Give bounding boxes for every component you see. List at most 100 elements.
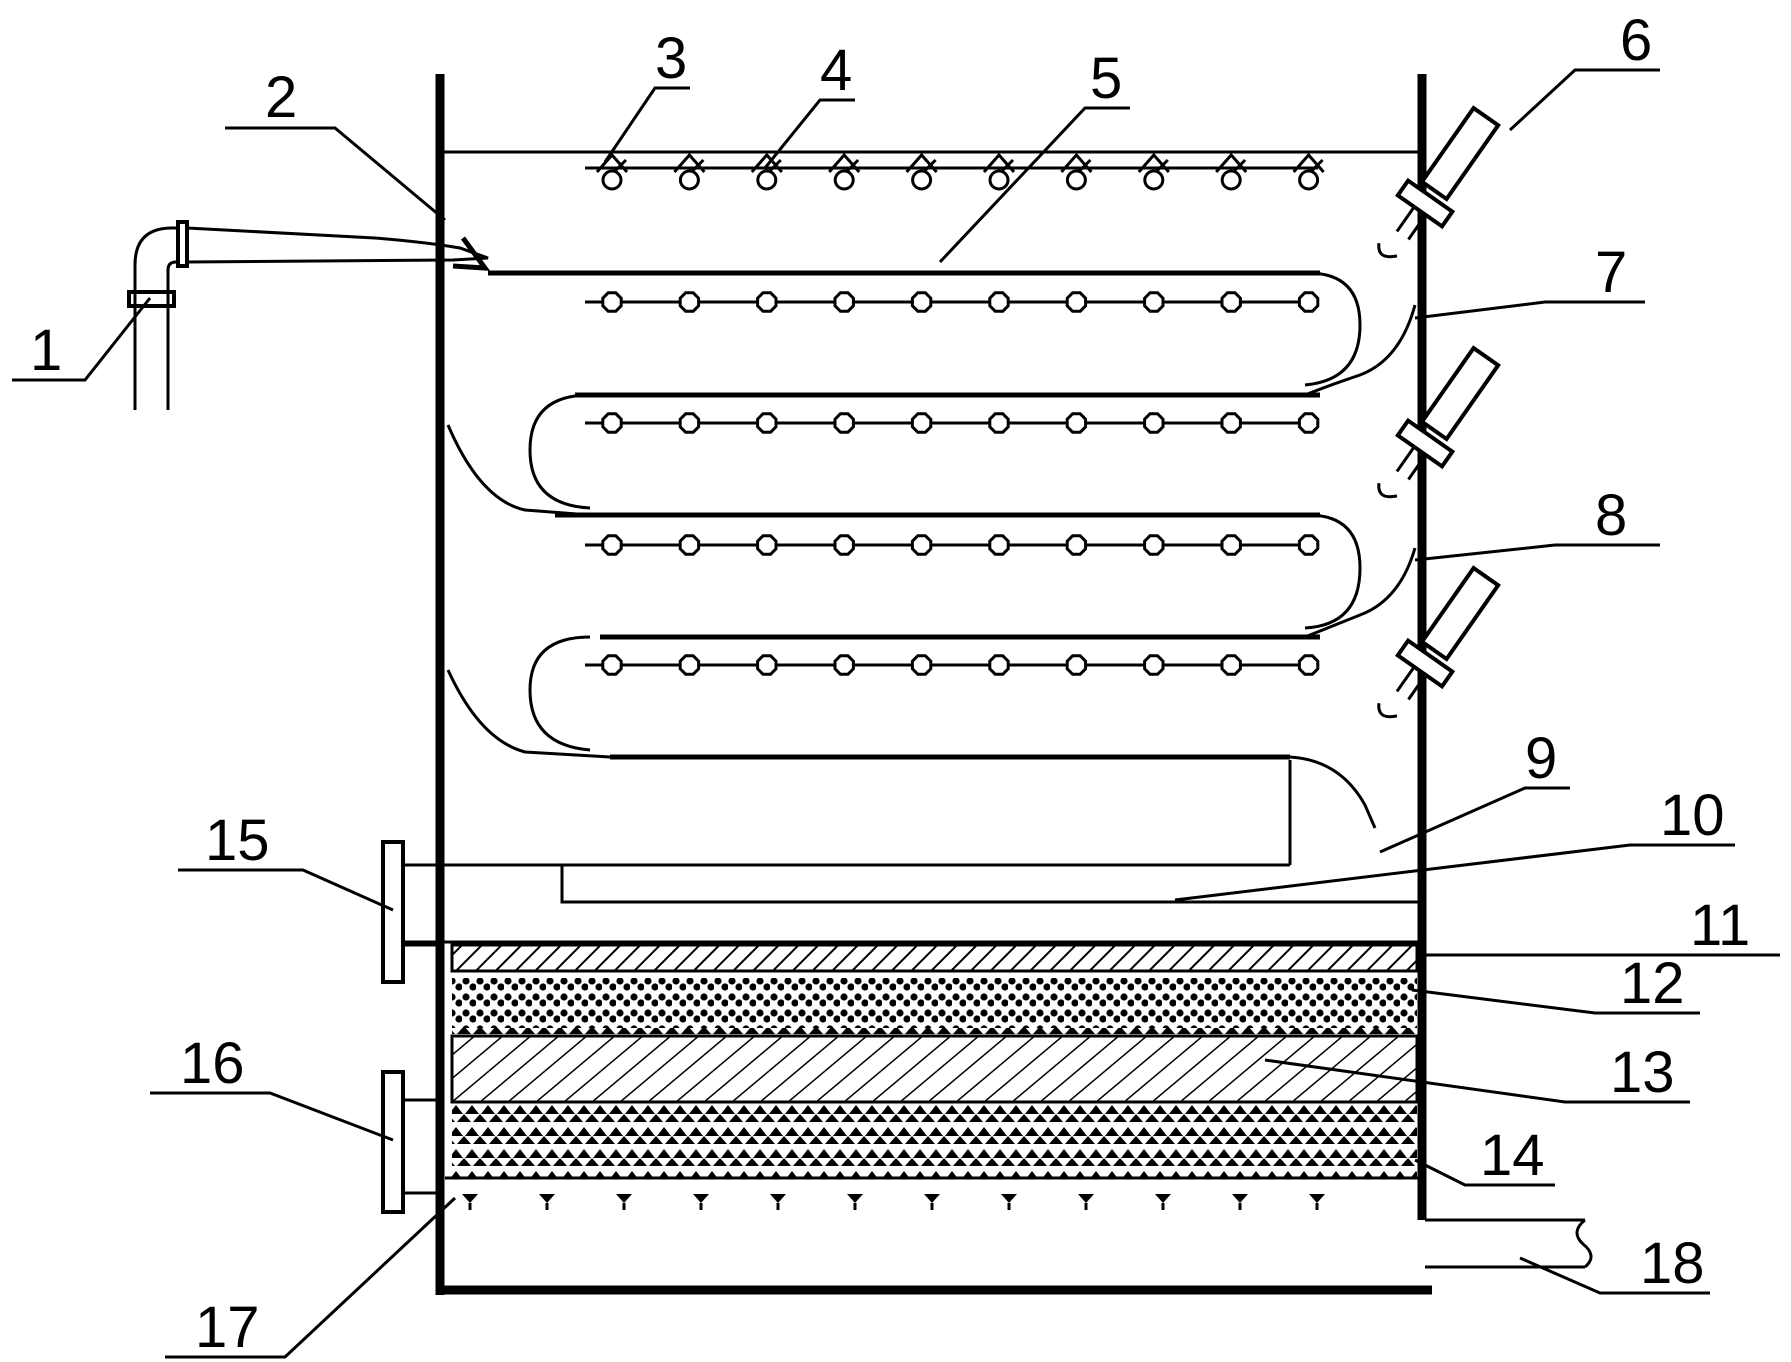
label-6: 6 — [1620, 8, 1652, 73]
tank — [435, 74, 1432, 1295]
label-7: 7 — [1595, 240, 1627, 305]
aerator-icon — [601, 654, 623, 676]
valve-15 — [381, 840, 405, 984]
spray-nozzle-icon — [982, 152, 1016, 191]
outlet-valve-3 — [1377, 565, 1501, 719]
label-8: 8 — [1595, 483, 1627, 548]
spray-nozzle-icon — [1292, 152, 1325, 191]
aerator-icon — [910, 412, 933, 434]
aerator-icon — [1220, 534, 1242, 556]
aerator-icon — [988, 412, 1010, 434]
aerator-icon — [1065, 534, 1088, 556]
spray-nozzle-icon — [1060, 152, 1093, 191]
bottom-nozzle-row — [462, 1194, 1325, 1210]
aerator-icon — [756, 534, 778, 556]
spray-nozzle-icon — [828, 152, 861, 191]
aerator-icon — [1143, 654, 1165, 676]
aerator-icon — [833, 412, 855, 434]
bottom-nozzle-icon — [1001, 1194, 1017, 1210]
aerator-icon — [1065, 291, 1088, 313]
label-3: 3 — [655, 26, 687, 91]
label-12: 12 — [1620, 951, 1685, 1016]
label-13: 13 — [1610, 1040, 1675, 1105]
label-2: 2 — [265, 65, 297, 130]
bottom-nozzle-icon — [1309, 1194, 1325, 1210]
aerator-icon — [678, 291, 701, 313]
collection-tray — [405, 760, 1418, 944]
bottom-nozzle-icon — [616, 1194, 632, 1210]
number-labels: 1 2 3 4 5 6 7 8 9 10 11 12 13 14 15 16 1… — [30, 8, 1750, 1360]
aerator-icon — [1220, 412, 1242, 434]
inlet-pipe — [127, 220, 489, 410]
spray-nozzle-icon — [1215, 152, 1248, 191]
label-10: 10 — [1660, 783, 1725, 848]
label-5: 5 — [1090, 46, 1122, 111]
aerator-icon — [1297, 291, 1320, 313]
bottom-nozzle-icon — [693, 1194, 709, 1210]
leader-lines — [12, 68, 1780, 1359]
bottom-nozzle-icon — [462, 1194, 478, 1210]
aerator-icon — [1065, 412, 1088, 434]
bottom-nozzle-icon — [1155, 1194, 1171, 1210]
aerator-icon — [1297, 412, 1320, 434]
label-11: 11 — [1690, 893, 1750, 958]
label-4: 4 — [820, 38, 852, 103]
aerator-icon — [756, 654, 778, 676]
aerator-icon — [678, 534, 701, 556]
outlet-valves — [1377, 105, 1501, 719]
left-valves — [381, 840, 440, 1214]
aerator-icon — [756, 291, 778, 313]
aerator-icon — [910, 534, 933, 556]
label-1: 1 — [30, 318, 62, 383]
aerator-icon — [833, 654, 855, 676]
filter-layer-12 — [452, 978, 1417, 1028]
aerator-icon — [988, 654, 1010, 676]
aerator-icon — [601, 412, 623, 434]
inlet-chute — [452, 236, 491, 271]
bottom-nozzle-icon — [770, 1194, 786, 1210]
bottom-nozzle-icon — [539, 1194, 555, 1210]
outlet-valve-1 — [1377, 105, 1501, 259]
label-16: 16 — [180, 1031, 245, 1096]
label-14: 14 — [1480, 1123, 1545, 1188]
spray-nozzle-icon — [673, 152, 706, 191]
bottom-nozzle-icon — [1232, 1194, 1248, 1210]
label-18: 18 — [1640, 1231, 1705, 1296]
aerator-icon — [1297, 534, 1320, 556]
spray-nozzle-icon — [1137, 152, 1170, 191]
bottom-nozzle-icon — [1078, 1194, 1094, 1210]
aerator-icon — [678, 654, 701, 676]
label-15: 15 — [205, 808, 270, 873]
filter-layer-11 — [450, 943, 1419, 973]
serpentine-channels — [446, 270, 1417, 829]
label-9: 9 — [1525, 726, 1557, 791]
aerator-icon — [833, 291, 855, 313]
aerator-icon — [988, 534, 1010, 556]
aerator-icon — [833, 534, 855, 556]
filter-layer-13 — [450, 1034, 1419, 1104]
aerator-icon — [756, 412, 778, 434]
aerator-icon — [1143, 291, 1165, 313]
aerator-icon — [601, 291, 623, 313]
aerator-icon — [910, 654, 933, 676]
aerator-icon — [1065, 654, 1088, 676]
valve-16 — [381, 1070, 405, 1214]
filter-layers — [445, 943, 1419, 1180]
label-17: 17 — [195, 1295, 260, 1360]
spray-nozzle-icon — [750, 152, 783, 191]
aerator-icon — [910, 291, 933, 313]
aerator-icon — [988, 291, 1010, 313]
bottom-nozzle-icon — [847, 1194, 863, 1210]
aerator-icon — [1220, 654, 1242, 676]
aerator-icon — [1143, 534, 1165, 556]
aerator-icon — [1220, 291, 1242, 313]
spray-nozzle-row — [585, 152, 1325, 191]
bottom-nozzle-icon — [924, 1194, 940, 1210]
aerator-icon — [601, 534, 623, 556]
filter-layer-14 — [452, 1103, 1417, 1179]
spray-nozzle-icon — [905, 152, 938, 191]
aerator-icon — [1297, 654, 1320, 676]
spray-nozzle-icon — [595, 152, 629, 191]
aerator-icon — [678, 412, 701, 434]
